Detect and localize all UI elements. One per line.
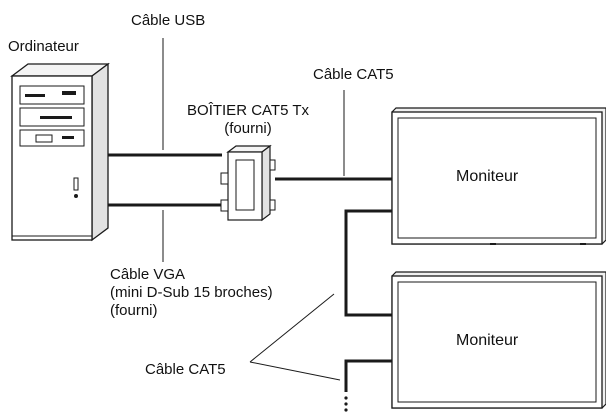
cat5-cable-top-label: Câble CAT5 [313, 66, 394, 83]
computer-icon [10, 62, 110, 242]
vga-label-line3: (fourni) [110, 302, 158, 319]
cat5-cable-bottom-label: Câble CAT5 [145, 361, 226, 378]
monitor-2-label: Moniteur [456, 332, 519, 349]
vga-label-line1: Câble VGA [110, 266, 186, 283]
cat5-cable-monitor1-to-monitor2 [344, 209, 392, 317]
box-label-line2: (fourni) [224, 120, 272, 137]
cat5-bottom-leader-b [249, 361, 341, 381]
computer-label: Ordinateur [8, 38, 79, 55]
cat5-tx-box-icon [220, 144, 276, 222]
cat5-bottom-leader-a [249, 293, 335, 363]
monitor-1-label: Moniteur [456, 168, 519, 185]
vga-label-line2: (mini D-Sub 15 broches) [110, 284, 273, 301]
box-label: BOÎTIER CAT5 Tx (fourni) [168, 102, 328, 138]
monitor-2-icon [391, 271, 606, 409]
monitor-1-icon [391, 107, 606, 245]
usb-cable-label: Câble USB [131, 12, 206, 29]
box-label-line1: BOÎTIER CAT5 Tx [187, 102, 309, 119]
vga-cable-label: Câble VGA (mini D-Sub 15 broches) (fourn… [110, 266, 273, 320]
cat5-cable-monitor2-out [344, 359, 392, 392]
